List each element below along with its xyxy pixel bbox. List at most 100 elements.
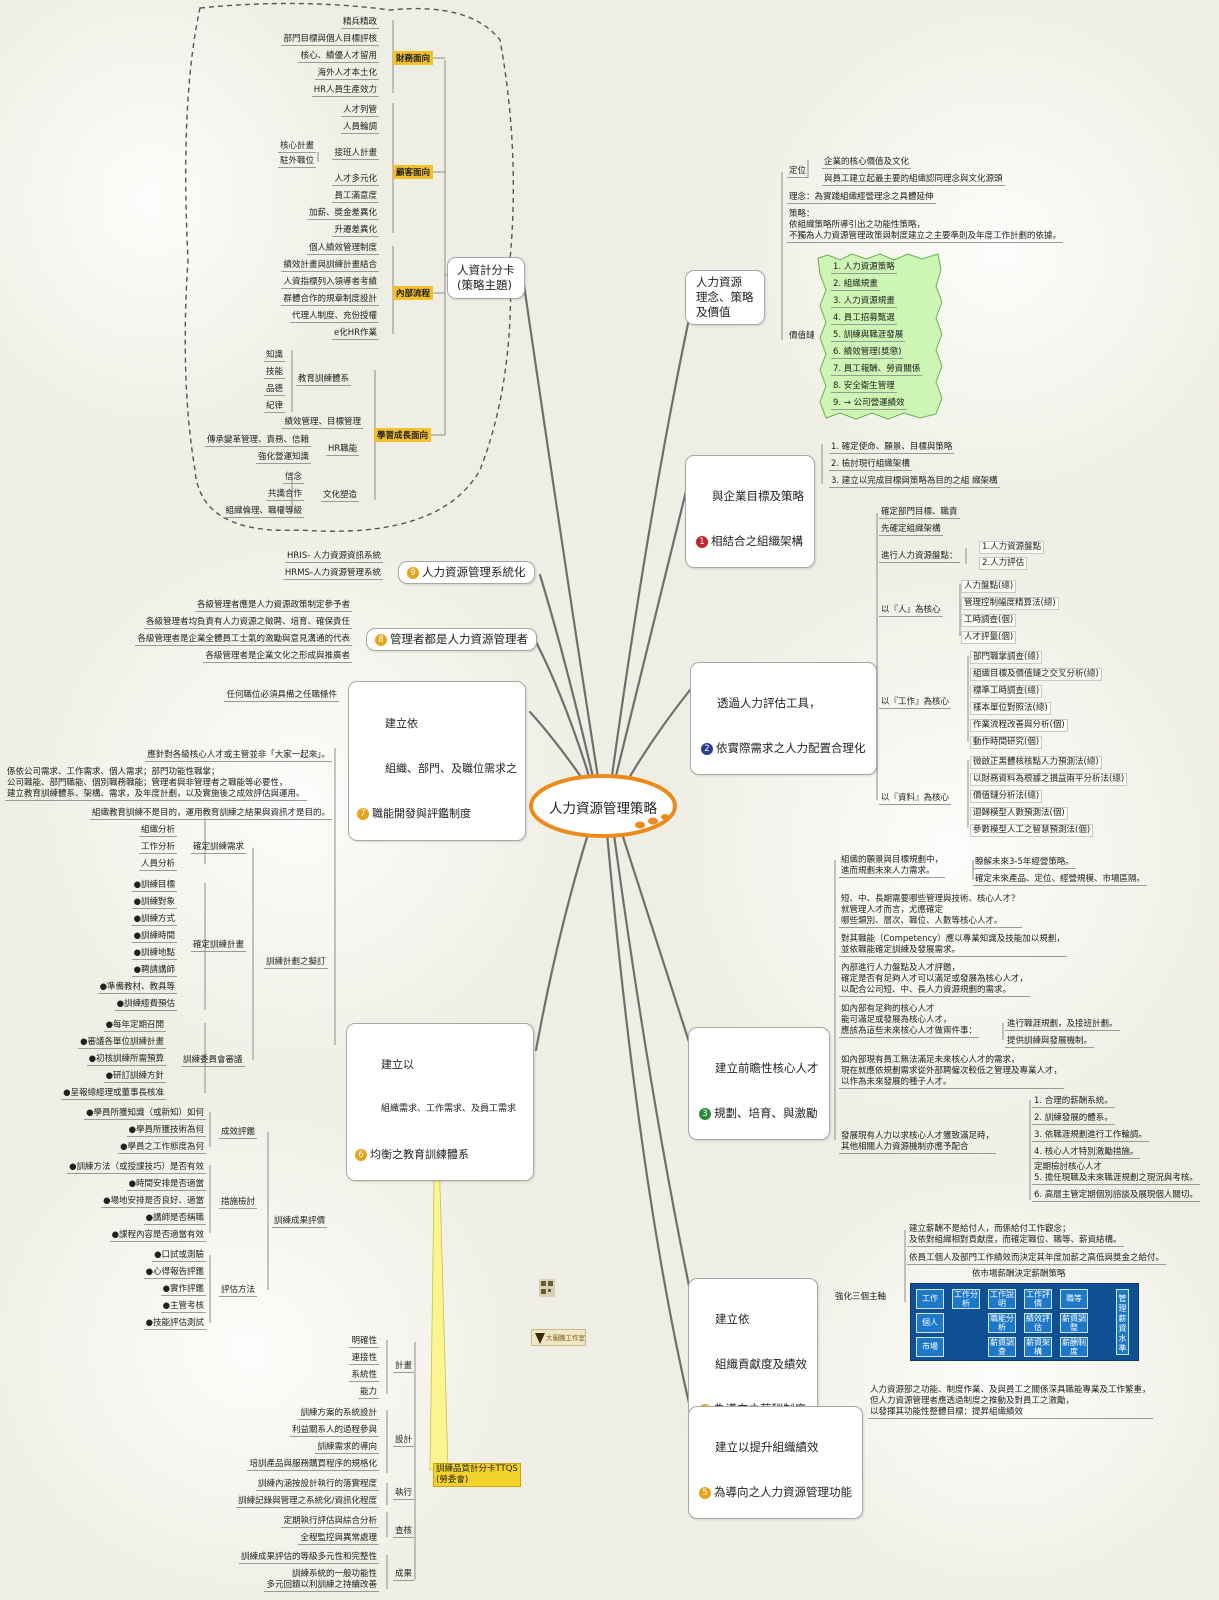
ttqs-execute-item: 訓練記錄與管理之系統化/資訊化程度: [236, 1496, 379, 1508]
chain-item: 9. → 公司營運績效: [831, 398, 907, 410]
b3-g-item: 1. 合理的薪酬系統。: [1032, 1096, 1115, 1108]
committee-item: ●研訂訓練方針: [103, 1071, 166, 1083]
customer-item: 加薪、獎金差異化: [306, 208, 379, 220]
three-axes: 強化三個主軸: [835, 1292, 887, 1302]
b3-a: 組織的願景與目標規劃中， 進而規劃未來人力需求。: [839, 855, 946, 878]
measure-item: ●課程內容是否適當有效: [109, 1230, 206, 1242]
matrix-side: 管理薪資水準: [1116, 1289, 1129, 1355]
central-topic[interactable]: 人力資源管理策略: [528, 773, 678, 843]
need-item: 人員分析: [138, 859, 177, 871]
method-item: ●實作評鑑: [160, 1284, 206, 1296]
b3-g-item: 4. 核心人才特別激勵措施。: [1032, 1147, 1141, 1159]
ttqs-result-item: 訓練系統的一般功能性 多元回饋以利訓練之持續改善: [264, 1569, 379, 1592]
committee-item: ●初核訓練所需預算: [86, 1054, 166, 1066]
method-item: ●技能評估測試: [143, 1318, 206, 1330]
training-plan: 訓練計劃之擬訂: [264, 957, 328, 969]
matrix-cell: 個人: [916, 1313, 944, 1333]
b3-e: 如內部有足夠的核心人才 能可滿足或發展為核心人才， 應該為這些未來核心人才做兩件…: [839, 1004, 980, 1038]
ttqs-check-item: 定期執行評估與綜合分析: [281, 1516, 379, 1528]
b3-line: 規劃、培育、與激勵: [714, 1106, 818, 1120]
logo-mark-icon: [535, 1333, 545, 1344]
people-item: 工時調查(個): [961, 614, 1017, 627]
info-item: 參數模型人工之智慧預測法(個): [970, 824, 1094, 837]
b5-line: 建立以提升組織績效: [715, 1440, 819, 1454]
studio-logo-text: 大圖騰工作室: [546, 1334, 585, 1342]
b9-item: HRIS- 人力資源資訊系統: [285, 551, 383, 563]
schedule-item: ●聘請講師: [131, 965, 177, 977]
edu-item: 技能: [264, 367, 286, 379]
number-badge: 5: [699, 1486, 711, 1499]
work-item: 部門職掌調查(總): [970, 651, 1043, 664]
customer-item: 人員輪調: [340, 122, 379, 134]
schedule-item: ●訓練方式: [131, 914, 177, 926]
process-item: 代理人制度、充份授權: [289, 311, 379, 323]
b3-e-item: 提供訓練與發展機制。: [1005, 1036, 1095, 1048]
people-item: 人才評量(個): [961, 631, 1017, 644]
ttqs-design: 設計: [393, 1435, 415, 1447]
branch-9-label: 人力資源管理系統化: [422, 565, 526, 579]
customer-item: 升遷差異化: [332, 225, 379, 237]
hr-concept-node[interactable]: 人力資源 理念、策略 及價值: [685, 270, 765, 325]
info-item: 價值鏈分析法(總): [970, 790, 1043, 803]
finance-item: 海外人才本土化: [315, 68, 379, 80]
central-topic-label: 人力資源管理策略: [549, 801, 657, 817]
b6-note: 應針對各級核心人才或主管並非「大家一起來」。: [145, 750, 332, 762]
chain-item: 8. 安全衛生管理: [831, 381, 897, 393]
hr-item: 傳承變革管理、責務、信賴: [204, 435, 311, 447]
need-item: 工作分析: [138, 842, 177, 854]
b5-line: 為導向之人力資源管理功能: [714, 1485, 852, 1499]
people-core: 以『人』為核心: [879, 605, 943, 617]
process-item: 人資指標列入領導者考績: [281, 277, 379, 289]
b3-b: 短、中、長期需要哪些管理與技術、核心人才？ 就管理人才而言，尤應確定 哪些類別、…: [839, 894, 1022, 928]
edu-item: 品德: [264, 384, 286, 396]
info-item: 以財務資料為根據之損益兩平分析法(總): [970, 773, 1128, 786]
b4-b: 依員工個人及部門工作績效而決定其年度加薪之高低與獎金之給付。: [907, 1253, 1167, 1265]
work-item: 標準工時調查(總): [970, 685, 1043, 698]
chain-item: 7. 員工報酬、勞資關係: [831, 364, 923, 376]
committee: 訓練委員會審議: [181, 1055, 245, 1067]
eval-method: 評估方法: [219, 1285, 258, 1297]
people-item: 人力盤點(總): [961, 580, 1017, 593]
ttqs-node[interactable]: 訓練品質計分卡TTQS (勞委會): [433, 1463, 521, 1487]
ttqs-design-item: 培訓產品與服務購買程序的規格化: [247, 1459, 379, 1471]
matrix-cell: 績效評估: [1024, 1313, 1052, 1333]
ttqs-check: 查核: [393, 1526, 415, 1538]
process-tag[interactable]: 內部流程: [393, 286, 434, 300]
culture-item: 信念: [282, 472, 304, 484]
b6-note: 係依公司需求、工作需求、個人需求；部門功能性職掌； 公司職能、部門職能、個別職務…: [5, 767, 307, 801]
number-badge: 7: [357, 808, 369, 820]
learning-tag[interactable]: 學習成長面向: [374, 428, 432, 442]
b1-item: 1. 確定使命、願景、目標與策略: [829, 442, 955, 454]
edu-item: 知識: [264, 350, 286, 362]
training-eval: 訓練成果評價: [272, 1216, 328, 1228]
matrix-cell: 工作: [916, 1289, 944, 1309]
finance-tag[interactable]: 財務面向: [393, 51, 434, 65]
matrix-cell: 職等: [1060, 1289, 1088, 1309]
b8-item: 各級管理者是企業全體員工士氣的激勵與意見溝通的代表: [135, 634, 352, 646]
matrix-cell: 市場: [916, 1337, 944, 1357]
measure-item: ●時間安排是否適當: [126, 1179, 206, 1191]
value-chain: 價值鏈: [789, 331, 815, 341]
process-item: e化HR作業: [331, 328, 379, 340]
committee-item: ●每年定期召開: [103, 1020, 166, 1032]
number-badge: 1: [696, 535, 708, 548]
work-item: 樣本單位對照法(總): [970, 702, 1051, 715]
salary-matrix: 工作 工作分析 工作說明 工作評價 職等 個人 職能分析 績效評估 薪資調整 市…: [910, 1283, 1139, 1361]
b8-item: 各級管理者應是人力資源政策制定參予者: [194, 600, 352, 612]
schedule-item: ●訓練對象: [131, 897, 177, 909]
people-item: 管理控制幅度精算法(總): [961, 597, 1059, 610]
b2-line: 透過人力評估工具，: [717, 696, 821, 710]
matrix-cell: 薪資調查: [988, 1337, 1016, 1357]
scorecard-node[interactable]: 人資計分卡 (策略主題): [447, 257, 525, 299]
measure-item: ●訓練方法（或授課技巧）是否有效: [67, 1162, 206, 1174]
customer-tag[interactable]: 顧客面向: [393, 165, 434, 179]
effect-item: ●學員所獲知識（或新知）如何: [84, 1108, 206, 1120]
